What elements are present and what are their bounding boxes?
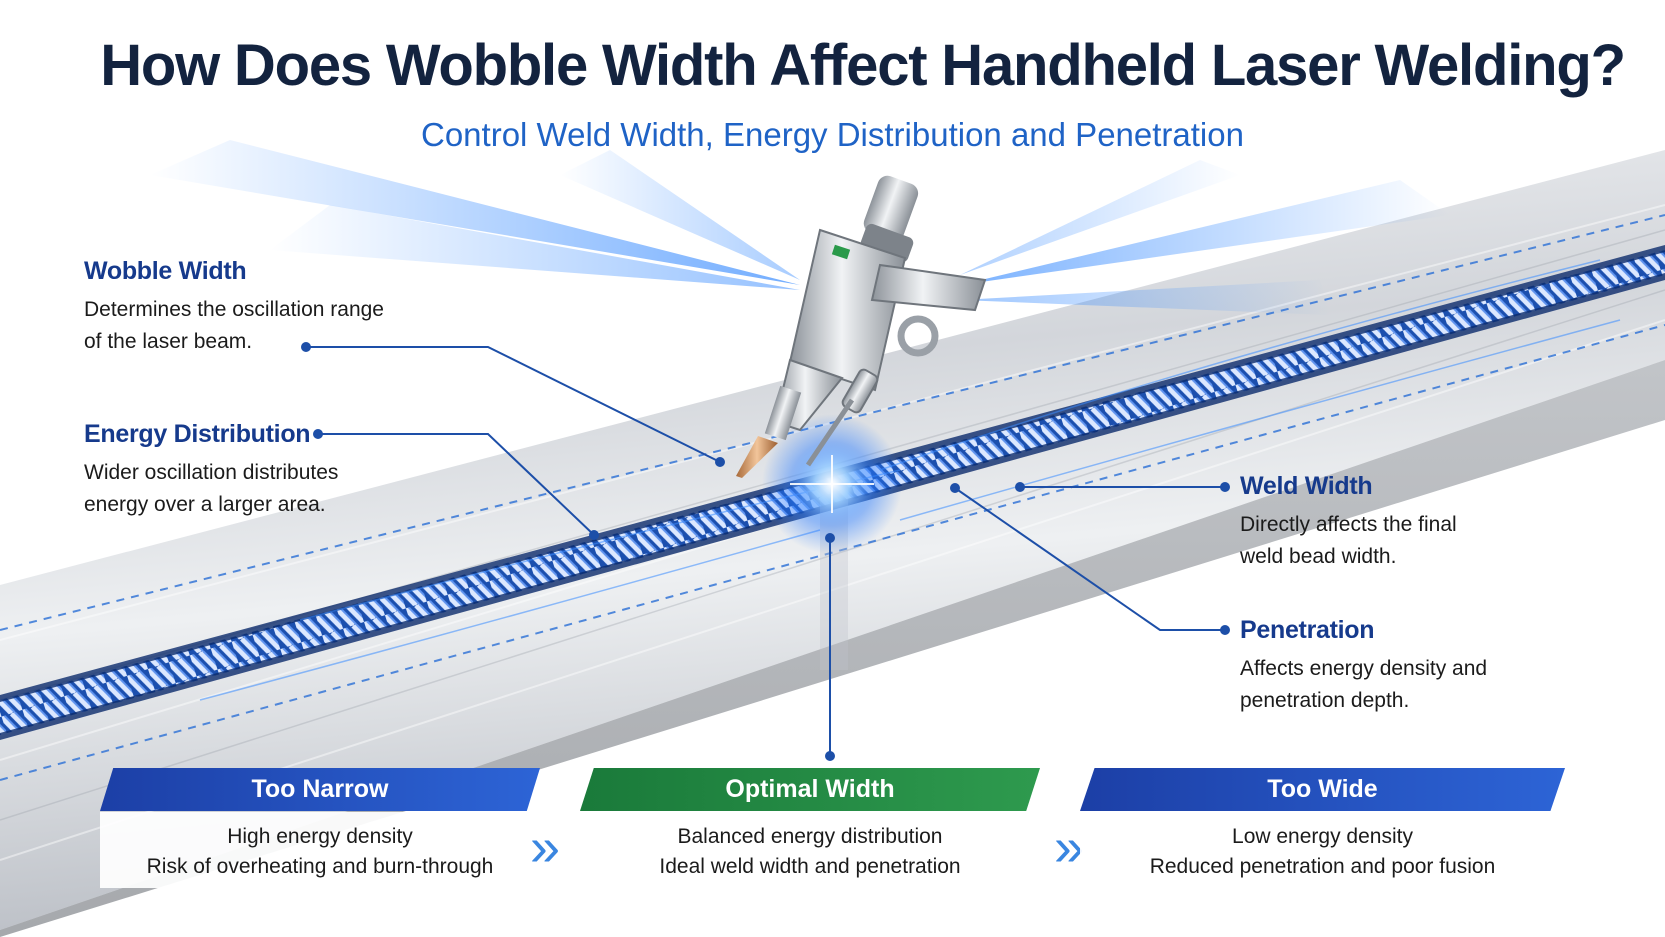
double-chevron-right-icon: » — [1054, 817, 1085, 877]
callout-text: Affects energy density and — [1240, 657, 1488, 680]
callout-heading: Energy Distribution — [84, 420, 311, 448]
handheld-laser-welding-gun-icon — [736, 175, 987, 478]
light-beams — [150, 140, 1450, 315]
callout-text: energy over a larger area. — [84, 493, 326, 516]
panel-body: Low energy density Reduced penetration a… — [1080, 812, 1565, 888]
callout-text: Directly affects the final — [1240, 513, 1457, 536]
callout-heading: Weld Width — [1240, 472, 1373, 500]
panel-body: Balanced energy distribution Ideal weld … — [580, 812, 1040, 888]
callout-energy-distribution: Energy Distribution Wider oscillation di… — [84, 420, 444, 521]
leader-lines — [301, 342, 1230, 761]
page-title: How Does Wobble Width Affect Handheld La… — [100, 33, 1626, 98]
panel-heading: Too Narrow — [100, 768, 540, 811]
callout-heading: Wobble Width — [84, 257, 247, 285]
panel-text: Ideal weld width and penetration — [659, 855, 961, 878]
panel-optimal-width: Optimal Width Balanced energy distributi… — [580, 768, 1040, 888]
double-chevron-right-icon: » — [530, 817, 561, 877]
panel-too-wide: Too Wide Low energy density Reduced pene… — [1080, 768, 1565, 888]
panel-text: Risk of overheating and burn-through — [146, 855, 494, 878]
callout-text: of the laser beam. — [84, 330, 253, 353]
panel-heading: Optimal Width — [580, 768, 1040, 811]
callout-wobble-width: Wobble Width Determines the oscillation … — [84, 257, 444, 358]
callout-text: Determines the oscillation range — [84, 298, 384, 321]
callout-weld-width: Weld Width Directly affects the final wel… — [1240, 472, 1560, 573]
callout-text: penetration depth. — [1240, 689, 1410, 712]
panel-text: High energy density — [227, 825, 413, 848]
panel-text: Low energy density — [1232, 825, 1413, 848]
page-subtitle: Control Weld Width, Energy Distribution … — [421, 116, 1244, 153]
callout-heading: Penetration — [1240, 616, 1375, 644]
callout-text: Wider oscillation distributes — [84, 461, 339, 484]
panel-too-narrow: Too Narrow High energy density Risk of o… — [100, 768, 540, 888]
callout-penetration: Penetration Affects energy density and pe… — [1240, 616, 1560, 717]
callout-text: weld bead width. — [1240, 545, 1397, 568]
panel-text: Reduced penetration and poor fusion — [1149, 855, 1496, 878]
panel-body: High energy density Risk of overheating … — [100, 812, 540, 888]
panel-heading: Too Wide — [1080, 768, 1565, 811]
panel-text: Balanced energy distribution — [677, 825, 943, 848]
